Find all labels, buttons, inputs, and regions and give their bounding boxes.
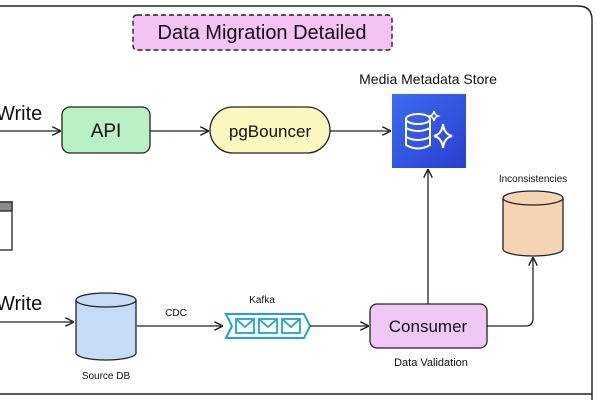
- kafka-label: Kafka: [249, 295, 275, 306]
- title-box: [132, 14, 393, 51]
- data-validation-label: Data Validation: [394, 357, 468, 369]
- frame-border: [0, 5, 593, 400]
- consumer-to-inconsistencies-arrow: [487, 258, 533, 327]
- cdc-label: CDC: [165, 308, 187, 319]
- inconsistencies-label: Inconsistencies: [499, 174, 567, 185]
- database-sparkle-icon: [405, 110, 453, 150]
- api-node[interactable]: API: [61, 106, 151, 154]
- inconsistencies-db[interactable]: [502, 190, 564, 257]
- top-write-label: Write: [0, 103, 42, 125]
- metadata-store-label: Media Metadata Store: [359, 71, 497, 87]
- api-label: API: [91, 121, 122, 142]
- kafka-queue-node[interactable]: [224, 313, 312, 339]
- diagram-title: Data Migration Detailed: [132, 14, 393, 51]
- source-db-label: Source DB: [82, 371, 131, 382]
- consumer-label: Consumer: [389, 317, 468, 336]
- bottom-write-label: Write: [0, 293, 42, 315]
- source-db-node[interactable]: [75, 292, 137, 361]
- metadata-store-node[interactable]: [392, 94, 466, 168]
- consumer-node[interactable]: Consumer: [369, 303, 488, 349]
- message-queue-icon: [235, 318, 301, 334]
- pgbouncer-label: pgBouncer: [229, 122, 312, 141]
- pgbouncer-node[interactable]: pgBouncer: [209, 106, 331, 154]
- title-text: Data Migration Detailed: [158, 22, 367, 44]
- client-window-icon: [0, 201, 13, 251]
